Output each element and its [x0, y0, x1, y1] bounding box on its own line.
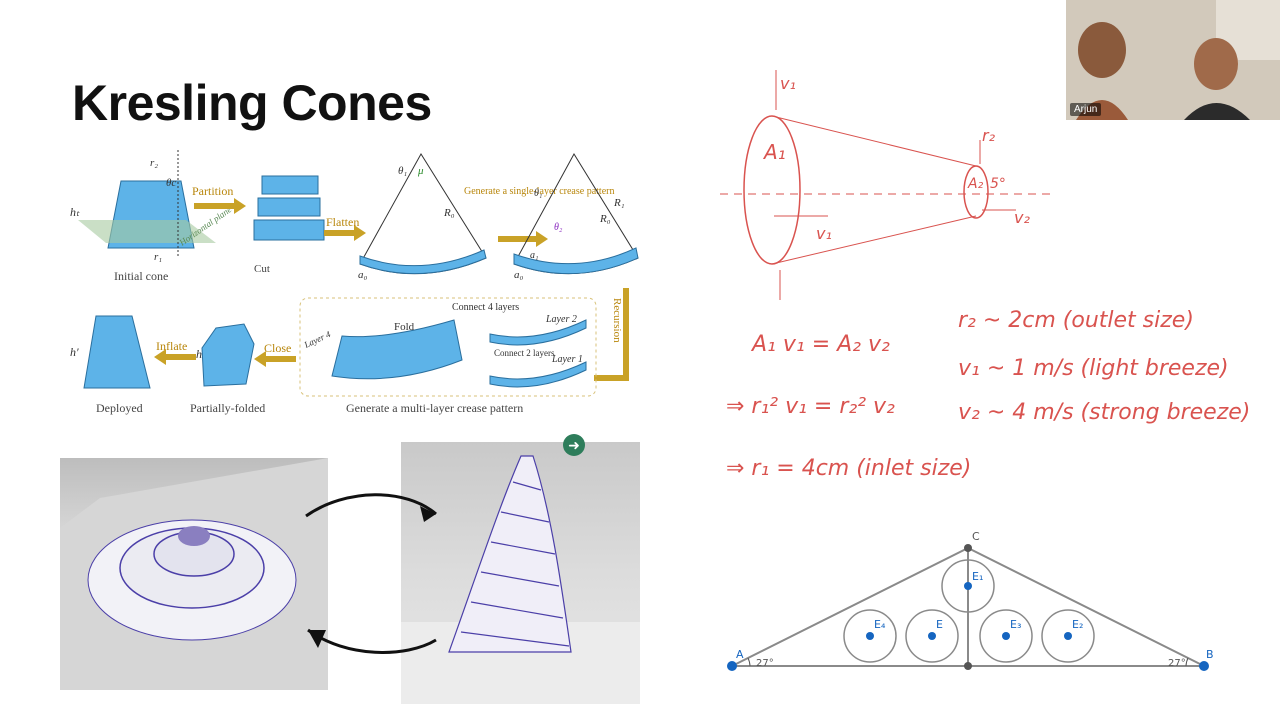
fold-pattern-shape	[331, 319, 463, 380]
E2-label: E₂	[1072, 618, 1083, 631]
strong-breeze-condition: v₂ ~ 4 m/s (strong breeze)	[958, 400, 1251, 425]
ht-label: hₜ	[70, 205, 80, 219]
r1-label: r₁	[154, 251, 162, 263]
multi-layer-box	[299, 297, 597, 397]
continuity-equation: A₁ v₁ = A₂ v₂	[752, 332, 890, 357]
generate-single-label: Generate a single-layer crease pattern	[464, 186, 614, 197]
theta2-label: θ₂	[554, 222, 563, 233]
E4-label: E₄	[874, 618, 886, 631]
flatten-label: Flatten	[326, 215, 359, 229]
pointer-cursor-icon: ➜	[563, 434, 585, 456]
light-breeze-condition: v₁ ~ 1 m/s (light breeze)	[958, 356, 1229, 381]
recursion-arrow	[594, 288, 629, 381]
connect2-label: Connect 2 layers	[494, 348, 555, 358]
point-C-label: C	[972, 530, 980, 543]
kresling-process-diagram: r₂ θc hₜ r₁ Horizontal plane Partition C…	[70, 150, 639, 415]
r2-label: r₂	[150, 157, 158, 169]
layer1-label: Layer 1	[551, 354, 583, 365]
partition-label: Partition	[192, 184, 233, 198]
R0-label: R₀	[443, 207, 455, 219]
slide-title: Kresling Cones	[72, 75, 432, 131]
generate-multi-label: Generate a multi-layer crease pattern	[346, 401, 523, 415]
cone-sketch	[720, 70, 1050, 300]
a1-label: a₁	[530, 250, 538, 261]
A1-label: A₁	[764, 140, 786, 164]
E1-label: E₁	[972, 570, 983, 583]
cut-label: Cut	[254, 263, 270, 275]
r2-top-label: r₂	[982, 126, 995, 145]
theta-c-label: θc	[166, 177, 176, 189]
a0-b-label: a₀	[514, 269, 524, 281]
point-B-label: B	[1206, 648, 1214, 661]
layer2-label: Layer 2	[545, 314, 577, 325]
angle-A-label: 27°	[756, 658, 774, 669]
theta1-label: θ₁	[398, 165, 407, 177]
deployed-cone-shape	[83, 315, 151, 389]
E-label: E	[936, 618, 943, 631]
close-label: Close	[264, 341, 291, 355]
participant-name: Arjun	[1070, 103, 1102, 116]
v1-mid-label: v₁	[816, 224, 832, 243]
layer-labels: Layer 4	[302, 329, 333, 350]
inflate-label: Inflate	[156, 339, 187, 353]
R1-label: R₁	[613, 197, 625, 209]
extended-kresling-photo	[401, 442, 640, 704]
a0-label: a₀	[358, 269, 368, 281]
h-label: h	[196, 347, 202, 361]
v2-mid-label: v₂	[1014, 208, 1030, 227]
partition-arrow	[194, 198, 246, 214]
E3-label: E₃	[1010, 618, 1021, 631]
fold-label: Fold	[394, 321, 415, 333]
partially-folded-label: Partially-folded	[190, 401, 265, 415]
hprime-label: h′	[70, 345, 79, 359]
deployed-label: Deployed	[96, 401, 143, 415]
angle-B-label: 27°	[1168, 658, 1186, 669]
initial-cone-label: Initial cone	[114, 269, 168, 283]
transform-arrows	[305, 493, 437, 654]
R0-b-label: R₀	[599, 213, 611, 225]
A2-label: A₂	[968, 176, 984, 192]
mu-label: μ	[417, 165, 424, 177]
radius-velocity-equation: ⇒ r₁² v₁ = r₂² v₂	[726, 394, 895, 419]
angle-label: 5°	[990, 176, 1006, 192]
connect4-label: Connect 4 layers	[452, 302, 519, 313]
outlet-size-condition: r₂ ~ 2cm (outlet size)	[958, 308, 1194, 333]
participant-video-tile[interactable]: Arjun	[1066, 0, 1280, 120]
theta1-b-label: θ₁	[534, 188, 542, 199]
v1-top-label: v₁	[780, 74, 796, 93]
flatten-arrow	[324, 225, 366, 241]
triangle-circles-diagram: C A B E₁ E₄ E E₃ E₂ 27° 27°	[727, 530, 1214, 671]
point-A-label: A	[736, 648, 744, 661]
inlet-size-result: ⇒ r₁ = 4cm (inlet size)	[726, 456, 972, 481]
partially-folded-shape	[201, 323, 255, 387]
horizontal-plane-shape	[78, 220, 216, 243]
recursion-label: Recursion	[611, 298, 623, 343]
flat-kresling-photo	[60, 458, 328, 690]
